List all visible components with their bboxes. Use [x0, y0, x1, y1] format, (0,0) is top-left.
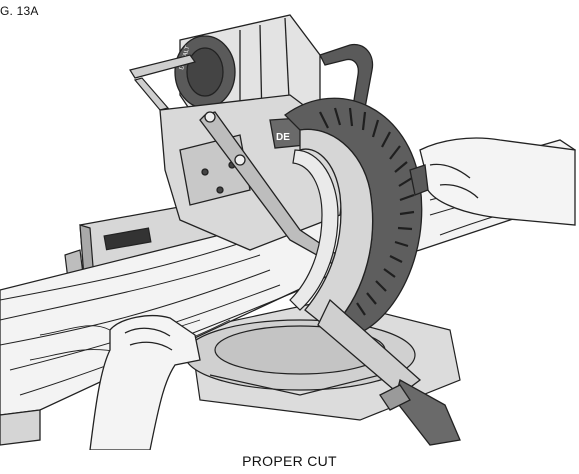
- miter-saw-illustration: DEWALT DE: [0, 14, 576, 450]
- figure-caption: PROPER CUT: [242, 453, 337, 469]
- fence-brand-text: DE: [276, 132, 290, 143]
- slide-rails: [129, 54, 196, 111]
- front-extension: [317, 298, 461, 446]
- left-hand: [89, 315, 201, 450]
- right-hand: [409, 137, 576, 226]
- figure-label: G. 13A: [0, 4, 39, 18]
- saw-blade-edge: [289, 149, 339, 311]
